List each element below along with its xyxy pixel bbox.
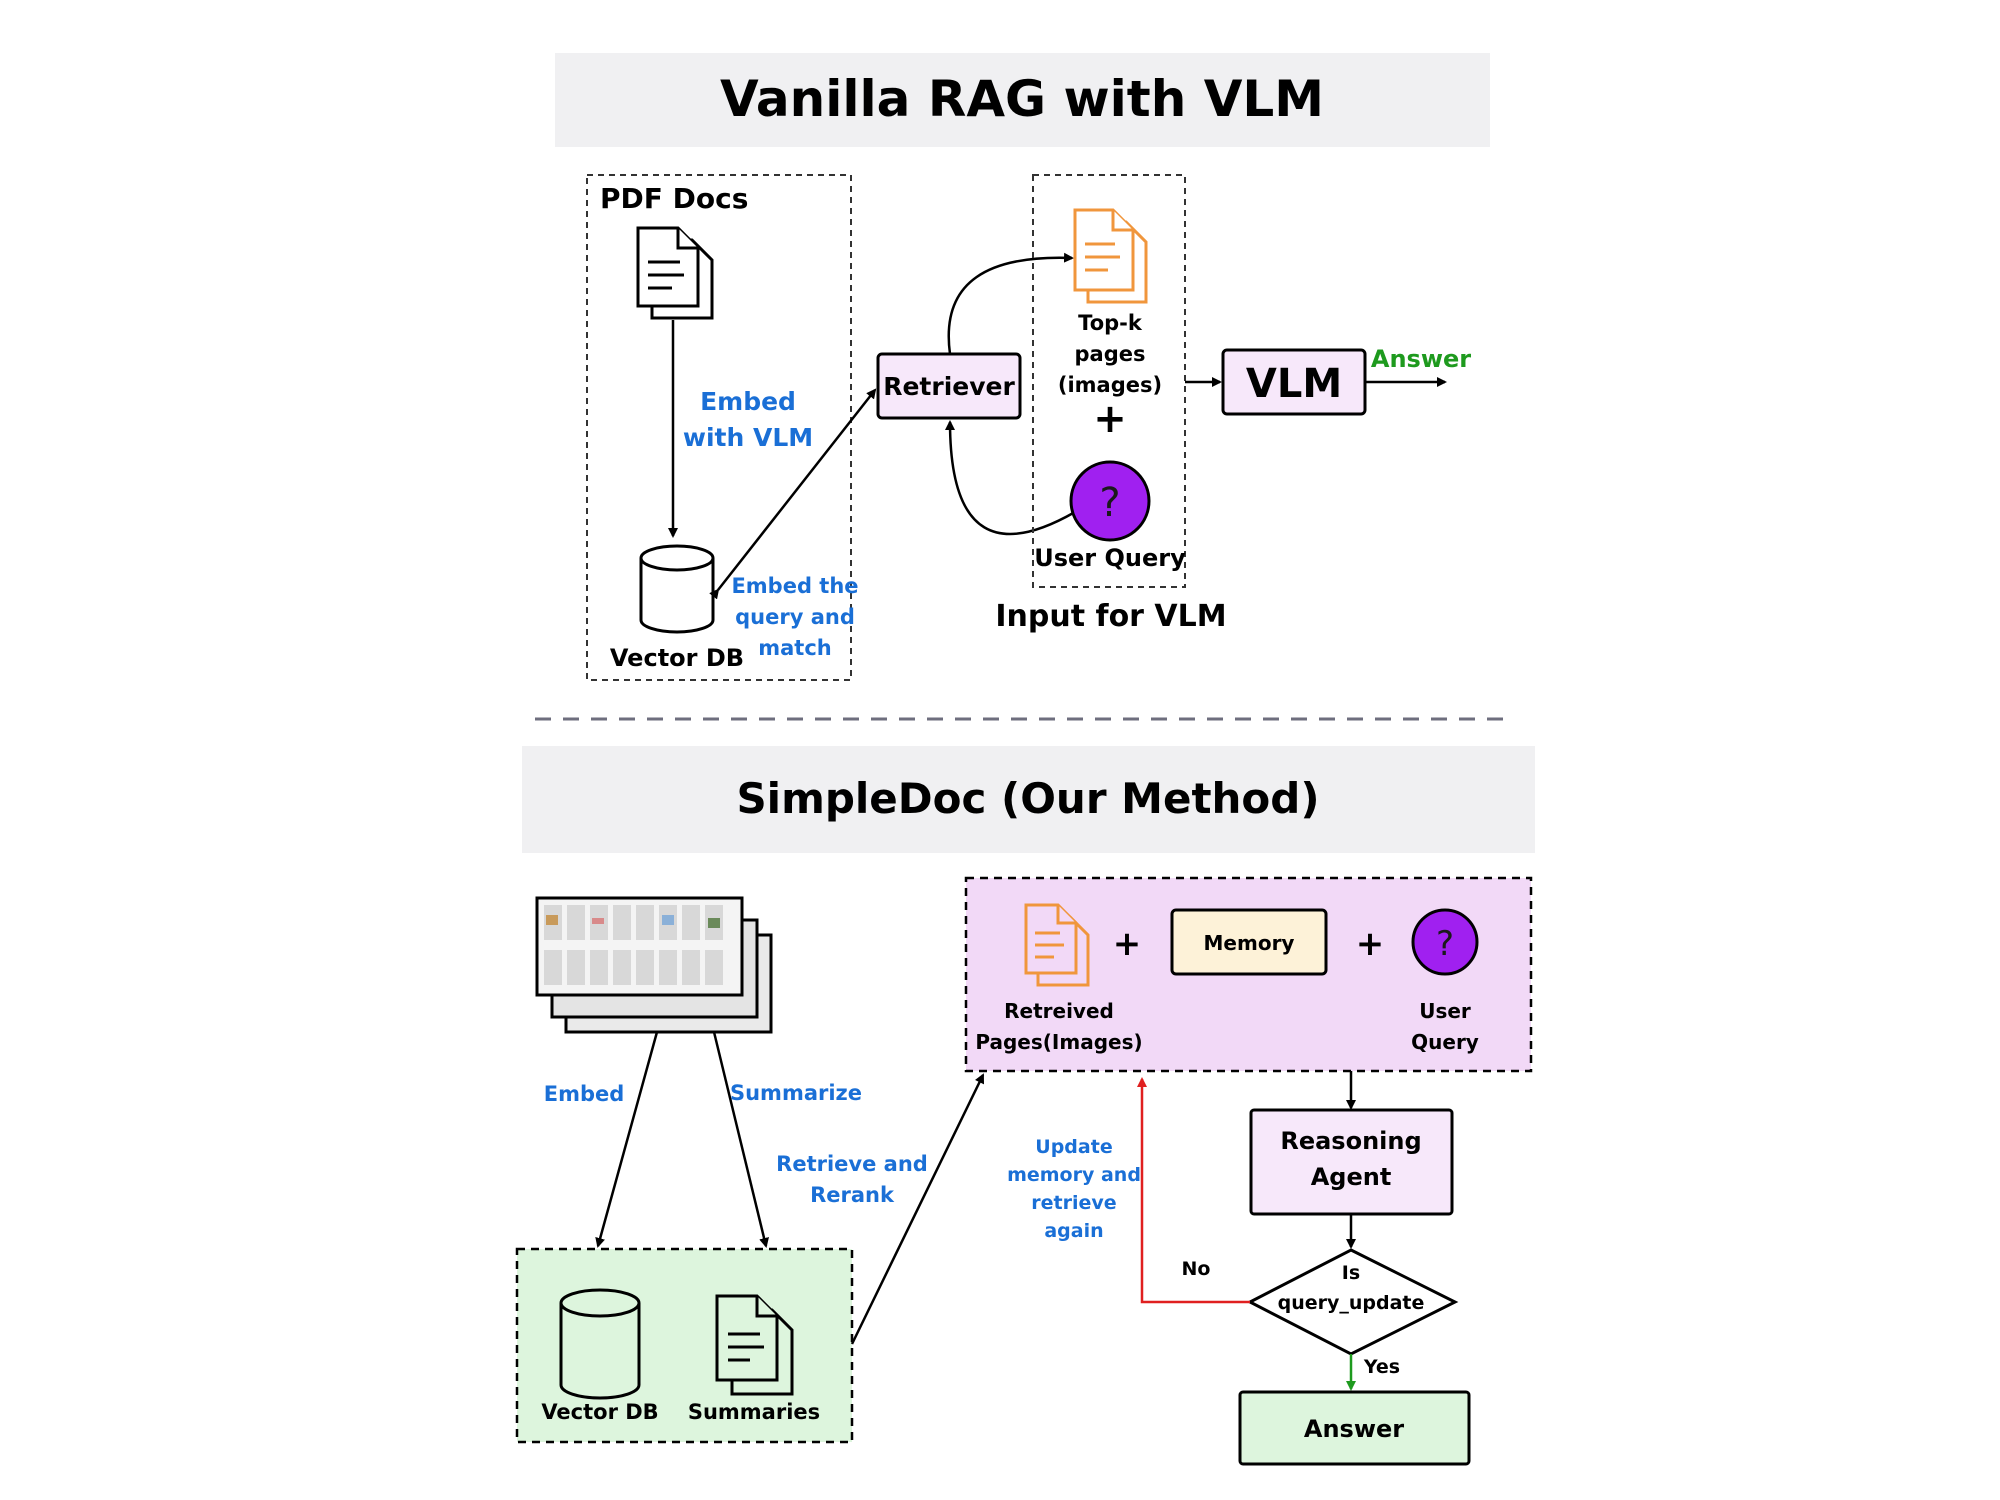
user-query-icon: [1069, 460, 1151, 542]
bottom-title-banner: [522, 746, 1535, 853]
retrieve-rerank-line1: Retrieve and: [776, 1152, 928, 1176]
decision-line1: Is: [1342, 1262, 1360, 1284]
bottom-user-query-line2: Query: [1411, 1030, 1479, 1054]
retrieve-rerank-arrow: [850, 1073, 985, 1345]
update-memory-line4: again: [1044, 1220, 1103, 1242]
retrieved-pages-icon: [1024, 903, 1090, 987]
bottom-user-query-question-mark: ?: [1436, 924, 1454, 964]
top-title-banner: [555, 53, 1490, 147]
update-memory-line2: memory and: [1007, 1164, 1141, 1186]
top-answer-label: Answer: [1371, 345, 1471, 373]
reasoning-agent-box: [1249, 1108, 1454, 1216]
query-to-retriever-arrow: [945, 420, 1076, 536]
top-title: Vanilla RAG with VLM: [720, 70, 1324, 128]
update-memory-line1: Update: [1035, 1136, 1112, 1158]
topk-line2: pages: [1075, 342, 1146, 366]
vector-db-icon: [639, 544, 715, 634]
retriever-label: Retriever: [883, 372, 1015, 401]
pdf-docs-label: PDF Docs: [600, 182, 748, 215]
embed-with-vlm-line1: Embed: [700, 387, 796, 416]
input-for-vlm-label: Input for VLM: [995, 599, 1226, 634]
vector-db-label: Vector DB: [610, 644, 744, 672]
pdf-document-icon: [636, 226, 714, 320]
answer-label: Answer: [1304, 1415, 1404, 1443]
topk-pages-icon: [1073, 208, 1148, 304]
answer-box: [1238, 1390, 1471, 1466]
update-memory-line3: retrieve: [1031, 1192, 1116, 1214]
reasoning-agent-line1: Reasoning: [1280, 1127, 1421, 1155]
no-label: No: [1182, 1258, 1211, 1280]
summarize-label: Summarize: [730, 1081, 862, 1105]
vlm-label: VLM: [1246, 361, 1342, 407]
summaries-label: Summaries: [688, 1400, 820, 1424]
page-thumbnails-icon: [535, 896, 773, 1034]
bottom-title: SimpleDoc (Our Method): [736, 774, 1319, 823]
retrieved-pages-line2: Pages(Images): [975, 1030, 1142, 1054]
memory-label: Memory: [1204, 931, 1295, 955]
embed-query-line3: match: [758, 636, 832, 660]
summarize-arrow: [712, 1031, 769, 1248]
top-plus: +: [1093, 396, 1127, 442]
embed-arrow-bottom: [595, 1031, 659, 1248]
embed-query-line2: query and: [735, 605, 855, 629]
user-query-question-mark: ?: [1099, 480, 1120, 526]
pdf-docs-box: [586, 174, 852, 681]
bottom-vector-db-label: Vector DB: [541, 1400, 658, 1424]
topk-line3: (images): [1058, 373, 1162, 397]
embed-with-vlm-line2: with VLM: [683, 423, 813, 452]
yes-label: Yes: [1363, 1356, 1400, 1378]
memory-box: [1170, 908, 1328, 976]
bottom-plus-1: +: [1113, 924, 1142, 964]
bottom-plus-2: +: [1356, 924, 1385, 964]
topk-line1: Top-k: [1078, 311, 1143, 335]
bottom-user-query-icon: [1411, 908, 1479, 976]
bottom-vector-db-icon: [559, 1288, 641, 1400]
retrieve-rerank-line2: Rerank: [810, 1183, 895, 1207]
match-arrow: [709, 388, 877, 600]
reasoning-agent-line2: Agent: [1311, 1163, 1392, 1191]
embed-label: Embed: [544, 1082, 625, 1106]
user-query-label: User Query: [1034, 544, 1186, 572]
embed-query-line1: Embed the: [731, 574, 858, 598]
retrieve-arrow: [947, 252, 1074, 355]
decision-line2: query_update: [1278, 1292, 1425, 1314]
summaries-icon: [715, 1294, 794, 1396]
retrieved-pages-line1: Retreived: [1004, 999, 1114, 1023]
no-loop-arrow: [1137, 1077, 1250, 1304]
bottom-user-query-line1: User: [1419, 999, 1471, 1023]
